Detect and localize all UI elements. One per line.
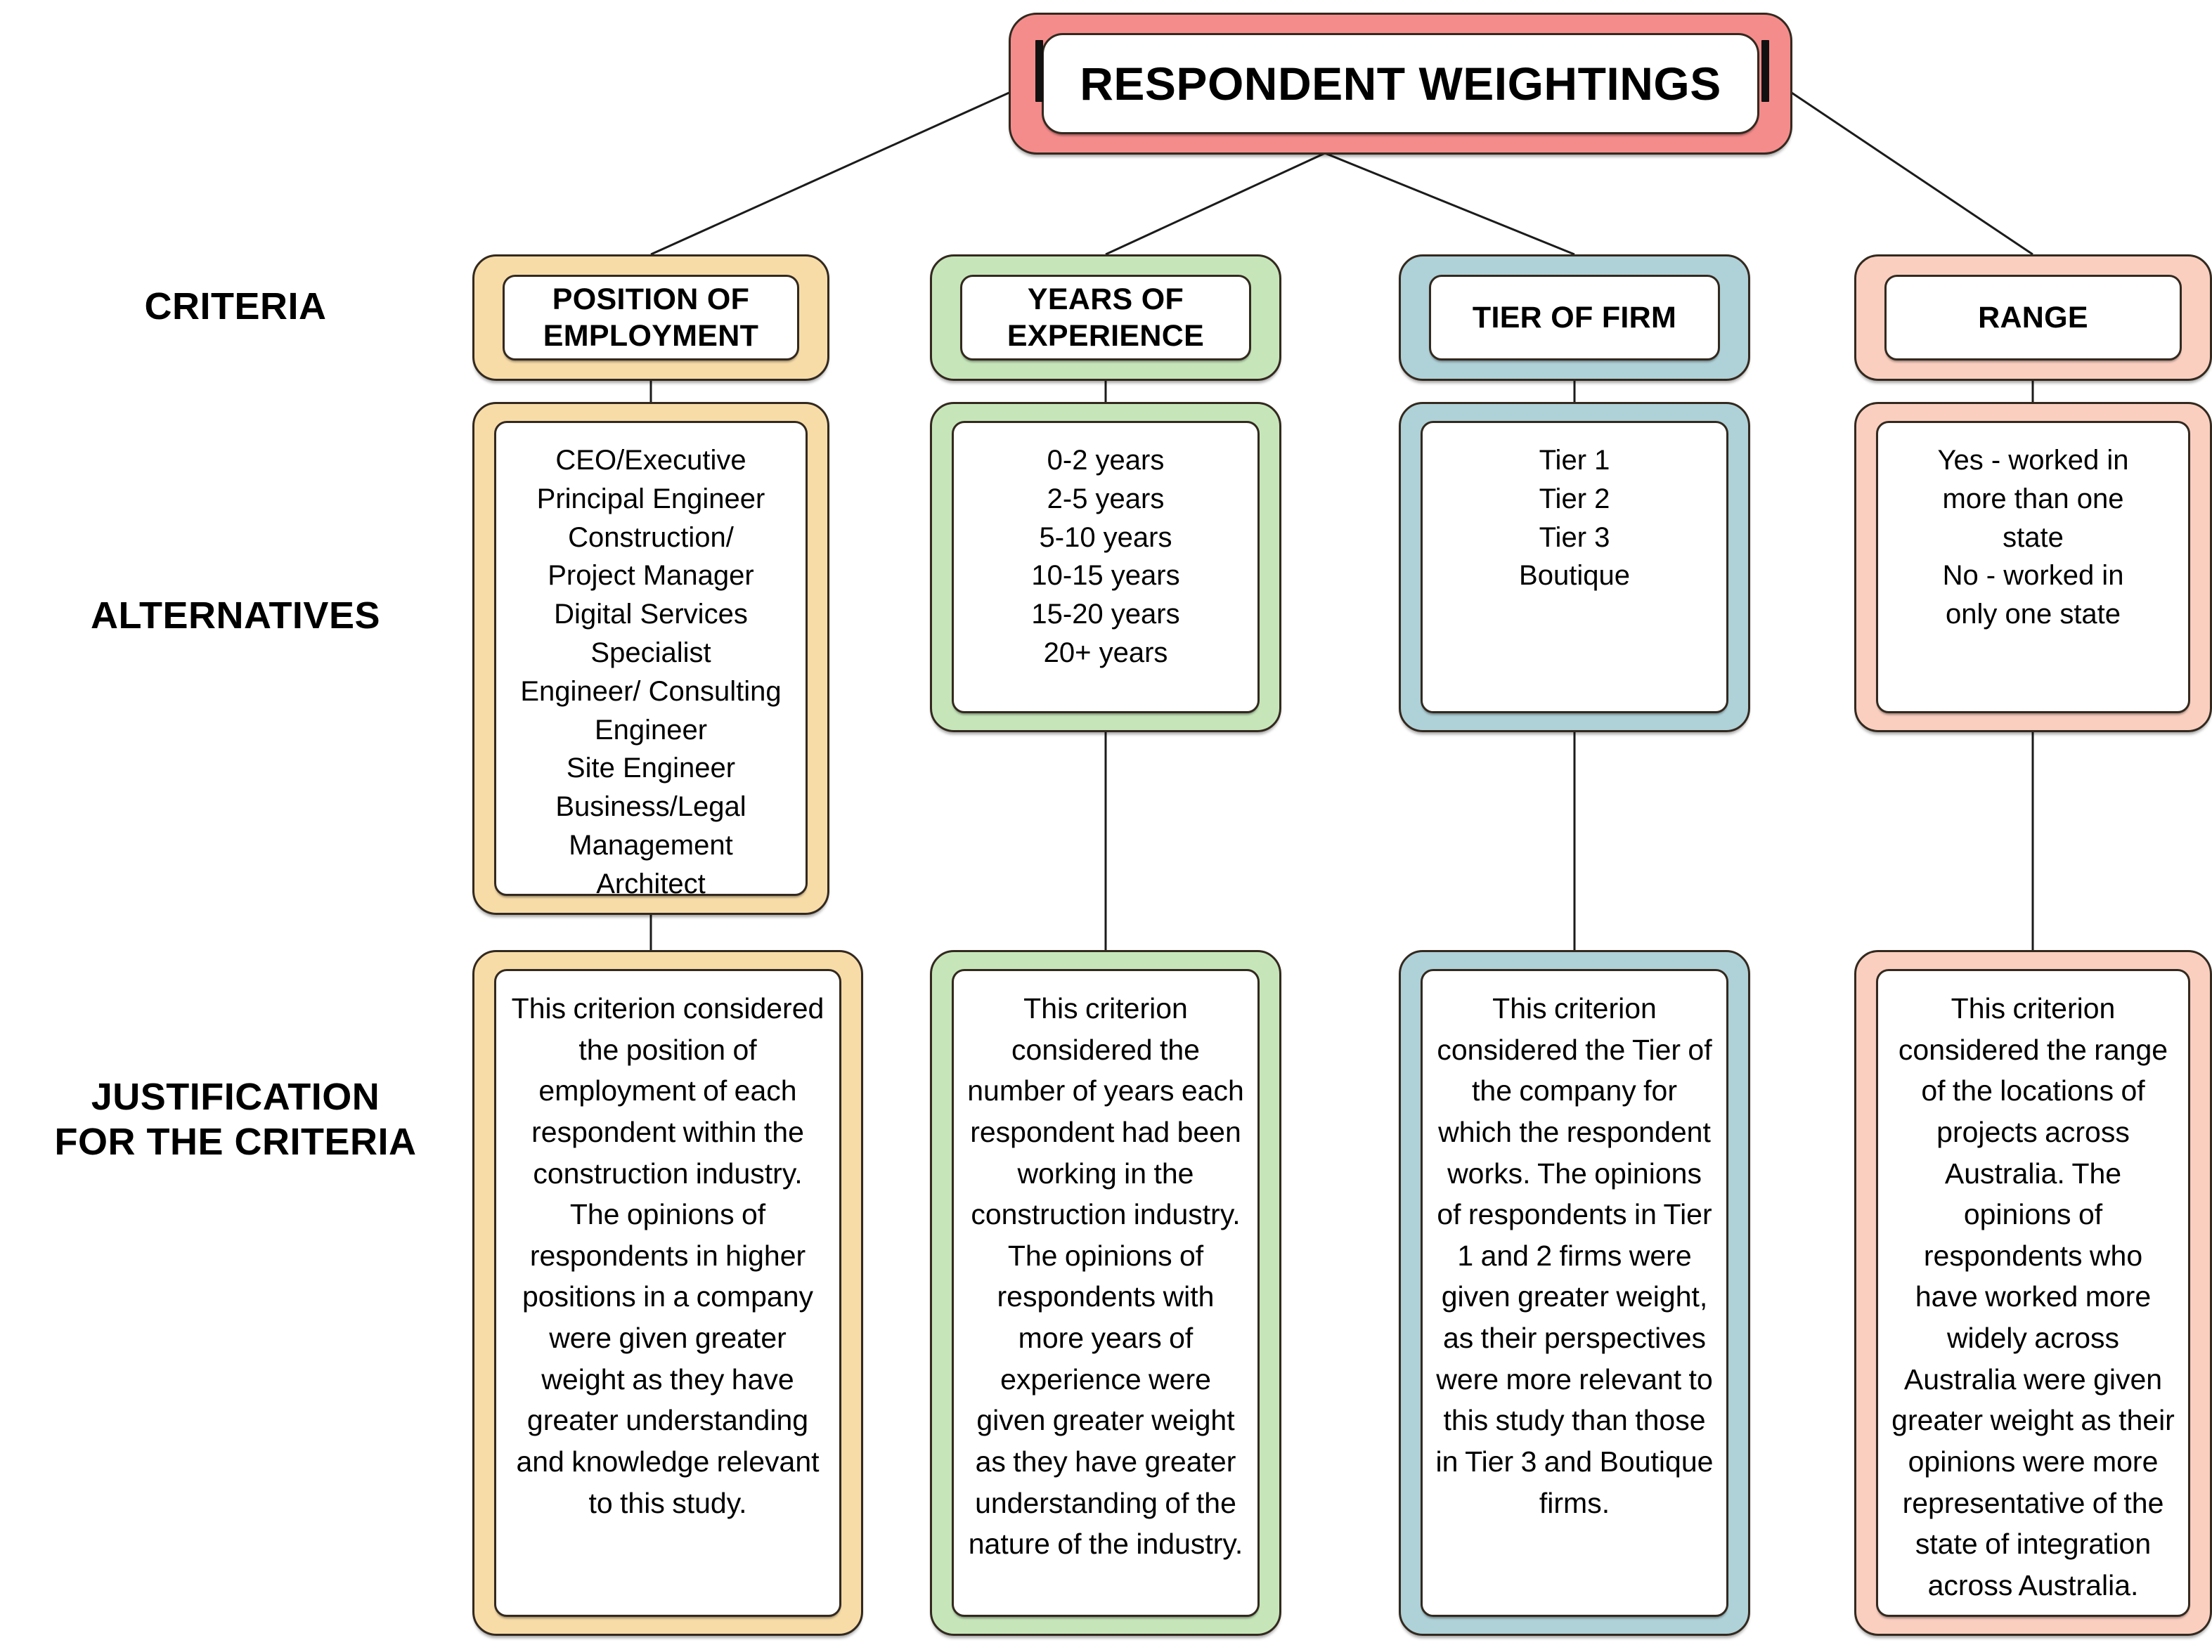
connector-root-to-column1 [650,90,1013,256]
criteria-title-position-of-employment: POSITION OF EMPLOYMENT [539,281,763,355]
list-item: Boutique [1519,560,1630,592]
justification-text-position-of-employment: This criterion considered the position o… [511,992,824,1519]
criteria-panel-tier-of-firm: TIER OF FIRM [1429,275,1720,360]
justification-text-years-of-experience: This criterion considered the number of … [967,992,1244,1561]
root-node-panel: RESPONDENT WEIGHTINGS [1042,33,1759,134]
alternatives-node-tier-of-firm[interactable]: Tier 1 Tier 2 Tier 3 Boutique [1399,402,1750,732]
justification-panel-years-of-experience: This criterion considered the number of … [952,969,1260,1617]
list-item: 15-20 years [1031,599,1180,630]
criteria-node-tier-of-firm[interactable]: TIER OF FIRM [1399,254,1750,381]
criteria-title-line2: EXPERIENCE [1007,319,1205,353]
row-label-justification-line2: FOR THE CRITERIA [54,1120,417,1163]
criteria-panel-range: RANGE [1884,275,2182,360]
list-item: state [2003,521,2064,553]
list-item: Tier 3 [1539,521,1610,553]
list-item: Business/Legal [555,791,746,823]
list-item: 5-10 years [1039,521,1172,553]
criteria-node-position-of-employment[interactable]: POSITION OF EMPLOYMENT [472,254,829,381]
list-item: Engineer [594,714,708,746]
list-item: Engineer/ Consulting [520,675,782,707]
justification-node-position-of-employment[interactable]: This criterion considered the position o… [472,950,863,1636]
list-item: 20+ years [1043,637,1168,668]
alternatives-panel-tier-of-firm: Tier 1 Tier 2 Tier 3 Boutique [1421,421,1728,713]
list-item: Tier 1 [1539,445,1610,476]
criteria-node-years-of-experience[interactable]: YEARS OF EXPERIENCE [930,254,1281,381]
justification-text-range: This criterion considered the range of t… [1891,992,2175,1601]
justification-node-tier-of-firm[interactable]: This criterion considered the Tier of th… [1399,950,1750,1636]
alternatives-node-range[interactable]: Yes - worked in more than one state No -… [1854,402,2212,732]
row-label-alternatives: ALTERNATIVES [90,594,380,637]
criteria-title-line2: EMPLOYMENT [543,319,759,353]
root-node-respondent-weightings[interactable]: RESPONDENT WEIGHTINGS [1009,13,1792,155]
alternatives-list-tier-of-firm: Tier 1 Tier 2 Tier 3 Boutique [1423,423,1726,595]
list-item: more than one [1942,483,2124,514]
list-item: Tier 2 [1539,483,1610,514]
alternatives-panel-range: Yes - worked in more than one state No -… [1876,421,2190,713]
list-item: Yes - worked in [1937,445,2129,476]
alternatives-node-years-of-experience[interactable]: 0-2 years 2-5 years 5-10 years 10-15 yea… [930,402,1281,732]
alternatives-panel-years-of-experience: 0-2 years 2-5 years 5-10 years 10-15 yea… [952,421,1260,713]
connector-root-to-column3 [1324,152,1575,256]
row-label-justification-line1: JUSTIFICATION [91,1076,380,1118]
list-item: Architect [596,868,706,896]
list-item: 0-2 years [1047,445,1165,476]
connector-root-to-column4 [1789,90,2033,256]
criteria-title-line1: YEARS OF [1027,282,1184,316]
list-item: Digital Services [554,599,748,630]
justification-node-years-of-experience[interactable]: This criterion considered the number of … [930,950,1281,1636]
alternatives-list-position-of-employment: CEO/Executive Principal Engineer Constru… [496,423,806,896]
list-item: Principal Engineer [536,483,765,514]
list-item: Specialist [590,637,711,668]
root-right-bar-icon [1761,40,1769,102]
root-left-bar-icon [1035,40,1043,102]
criteria-node-range[interactable]: RANGE [1854,254,2212,381]
criteria-title-line1: RANGE [1978,300,2088,334]
list-item: No - worked in [1942,560,2124,592]
list-item: Management [569,829,733,861]
justification-panel-tier-of-firm: This criterion considered the Tier of th… [1421,969,1728,1617]
alternatives-node-position-of-employment[interactable]: CEO/Executive Principal Engineer Constru… [472,402,829,915]
criteria-title-range: RANGE [1974,299,2093,336]
alternatives-panel-position-of-employment: CEO/Executive Principal Engineer Constru… [494,421,808,896]
alternatives-list-years-of-experience: 0-2 years 2-5 years 5-10 years 10-15 yea… [954,423,1257,672]
list-item: only one state [1945,599,2121,630]
justification-node-range[interactable]: This criterion considered the range of t… [1854,950,2212,1636]
justification-panel-position-of-employment: This criterion considered the position o… [494,969,841,1617]
list-item: Project Manager [548,560,754,592]
alternatives-list-range: Yes - worked in more than one state No -… [1878,423,2188,634]
list-item: Site Engineer [566,753,736,784]
criteria-panel-years-of-experience: YEARS OF EXPERIENCE [960,275,1251,360]
criteria-title-line1: POSITION OF [552,282,750,316]
row-label-justification: JUSTIFICATION FOR THE CRITERIA [7,1075,464,1164]
criteria-panel-position-of-employment: POSITION OF EMPLOYMENT [503,275,799,360]
criteria-title-line1: TIER OF FIRM [1472,300,1677,334]
criteria-title-tier-of-firm: TIER OF FIRM [1468,299,1681,336]
justification-text-tier-of-firm: This criterion considered the Tier of th… [1435,992,1714,1519]
list-item: CEO/Executive [555,445,746,476]
justification-panel-range: This criterion considered the range of t… [1876,969,2190,1617]
list-item: 2-5 years [1047,483,1165,514]
row-label-criteria: CRITERIA [144,285,327,327]
list-item: Construction/ [568,521,734,553]
criteria-title-years-of-experience: YEARS OF EXPERIENCE [1003,281,1208,355]
connector-root-to-column2 [1105,152,1326,256]
root-node-title: RESPONDENT WEIGHTINGS [1080,58,1721,110]
list-item: 10-15 years [1031,560,1180,592]
